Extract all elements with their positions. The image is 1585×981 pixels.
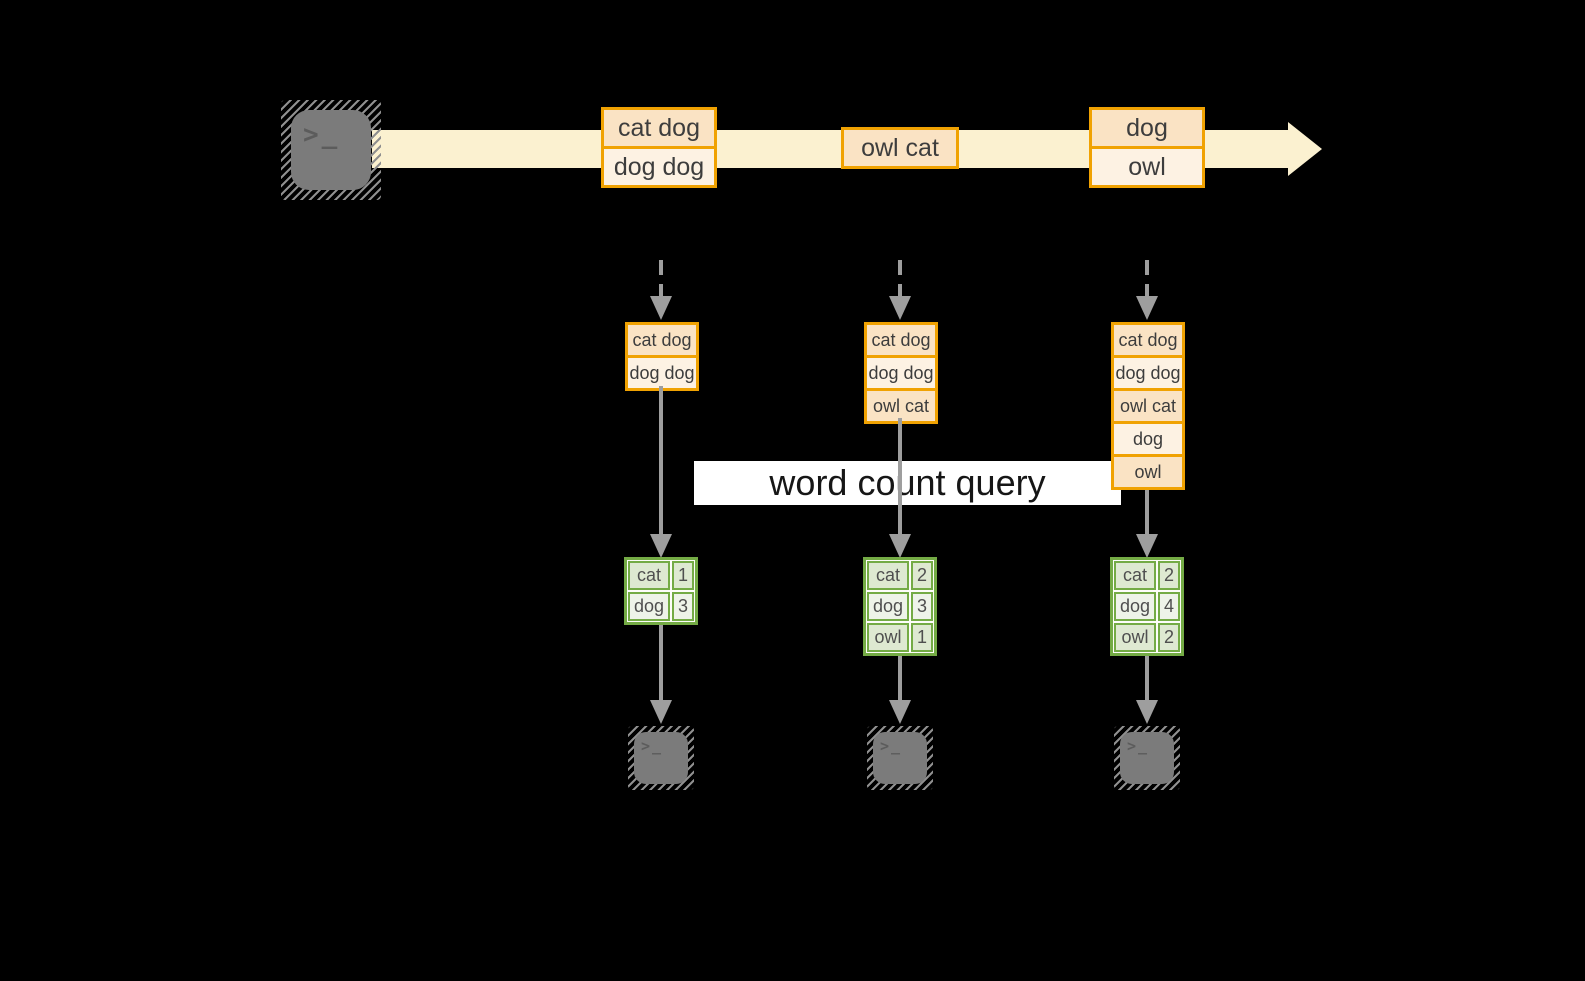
down-arrow bbox=[1136, 656, 1158, 724]
stream-record: owl bbox=[1092, 149, 1202, 185]
count-word: owl bbox=[867, 623, 909, 652]
sink-terminal-icon-1: >_ bbox=[628, 726, 694, 790]
count-value: 3 bbox=[911, 592, 933, 621]
stream-batch-2: owl cat bbox=[841, 127, 959, 169]
micro-batch-2: cat dog dog dog owl cat bbox=[864, 322, 938, 424]
count-value: 2 bbox=[1158, 561, 1180, 590]
record: cat dog bbox=[628, 325, 696, 355]
terminal-prompt-glyph: >_ bbox=[880, 737, 903, 755]
terminal-prompt-glyph: >_ bbox=[1127, 737, 1150, 755]
record: cat dog bbox=[1114, 325, 1182, 355]
dashed-down-arrow bbox=[650, 260, 672, 320]
dashed-down-arrow bbox=[889, 260, 911, 320]
stream-record: dog dog bbox=[604, 149, 714, 185]
record: owl bbox=[1114, 457, 1182, 487]
record: cat dog bbox=[867, 325, 935, 355]
count-word: owl bbox=[1114, 623, 1156, 652]
terminal-prompt-glyph: >_ bbox=[641, 737, 664, 755]
record: owl cat bbox=[1114, 391, 1182, 421]
stream-batch-1: cat dog dog dog bbox=[601, 107, 717, 188]
record: dog dog bbox=[628, 358, 696, 388]
query-banner-label: word count query bbox=[769, 462, 1046, 503]
count-word: dog bbox=[628, 592, 670, 621]
query-banner: word count query bbox=[694, 461, 1121, 505]
stream-record: cat dog bbox=[604, 110, 714, 146]
count-value: 3 bbox=[672, 592, 694, 621]
sink-terminal-icon-2: >_ bbox=[867, 726, 933, 790]
stream-arrowhead bbox=[1288, 122, 1322, 176]
source-terminal-icon: >_ bbox=[281, 100, 381, 200]
count-word: dog bbox=[867, 592, 909, 621]
down-arrow bbox=[650, 625, 672, 724]
record: dog dog bbox=[867, 358, 935, 388]
sink-terminal-icon-3: >_ bbox=[1114, 726, 1180, 790]
stream-record: owl cat bbox=[844, 130, 956, 166]
word-count-table-1: cat 1 dog 3 bbox=[624, 557, 698, 625]
terminal-body bbox=[1120, 732, 1174, 784]
count-word: dog bbox=[1114, 592, 1156, 621]
count-value: 2 bbox=[911, 561, 933, 590]
micro-batch-3: cat dog dog dog owl cat dog owl bbox=[1111, 322, 1185, 490]
count-value: 1 bbox=[911, 623, 933, 652]
word-count-table-3: cat 2 dog 4 owl 2 bbox=[1110, 557, 1184, 656]
terminal-body bbox=[634, 732, 688, 784]
record: dog dog bbox=[1114, 358, 1182, 388]
down-arrow bbox=[650, 386, 672, 558]
count-word: cat bbox=[1114, 561, 1156, 590]
count-value: 2 bbox=[1158, 623, 1180, 652]
micro-batch-1: cat dog dog dog bbox=[625, 322, 699, 391]
down-arrow bbox=[889, 656, 911, 724]
terminal-body bbox=[873, 732, 927, 784]
count-value: 1 bbox=[672, 561, 694, 590]
dashed-down-arrow bbox=[1136, 260, 1158, 320]
record: owl cat bbox=[867, 391, 935, 421]
count-word: cat bbox=[628, 561, 670, 590]
count-value: 4 bbox=[1158, 592, 1180, 621]
count-word: cat bbox=[867, 561, 909, 590]
terminal-prompt-glyph: >_ bbox=[303, 120, 341, 150]
terminal-body bbox=[291, 110, 371, 190]
word-count-table-2: cat 2 dog 3 owl 1 bbox=[863, 557, 937, 656]
down-arrow bbox=[889, 418, 911, 558]
down-arrow bbox=[1136, 482, 1158, 558]
stream-batch-3: dog owl bbox=[1089, 107, 1205, 188]
stream-record: dog bbox=[1092, 110, 1202, 146]
record: dog bbox=[1114, 424, 1182, 454]
